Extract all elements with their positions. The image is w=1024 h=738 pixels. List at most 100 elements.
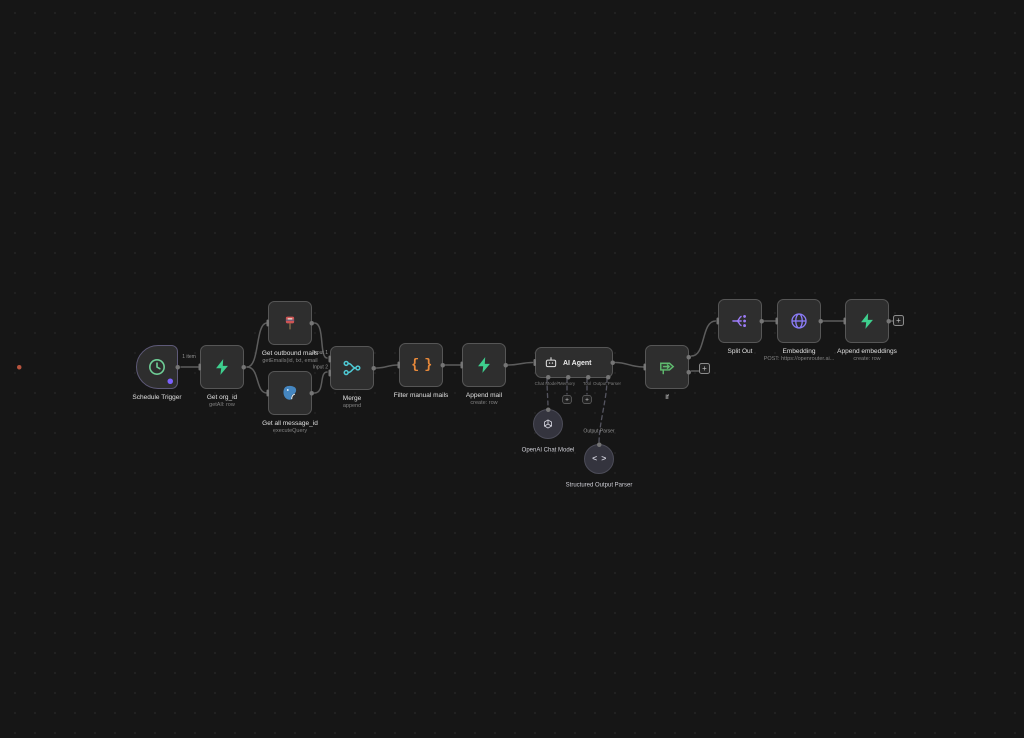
- node-subtitle: create: row: [470, 399, 498, 406]
- get-org-id-box[interactable]: [198, 345, 246, 389]
- merge-input2-port[interactable]: [328, 369, 331, 377]
- node-subtitle: getAll: row: [209, 401, 235, 408]
- wire-appendmail-to-aiagent[interactable]: [507, 361, 534, 366]
- add-memory-button[interactable]: +: [562, 395, 572, 404]
- supabase-bolt-icon: [478, 357, 490, 373]
- structured-output-parser-port[interactable]: [596, 442, 602, 447]
- port-label-tool: Tool: [582, 381, 592, 386]
- node-label: Embedding: [782, 347, 816, 355]
- append-mail-output-port[interactable]: [503, 362, 508, 368]
- append-embeddings-output-port[interactable]: [886, 318, 891, 324]
- port-label-output-parser: Output Parser: [592, 381, 622, 386]
- schedule-trigger-output-port[interactable]: [175, 364, 180, 370]
- wire-label-input-2: Input 2: [312, 364, 328, 371]
- ai-agent-tool-port[interactable]: [586, 375, 591, 380]
- wire-chatmodel[interactable]: [546, 377, 549, 410]
- filter-manual-mails-output-port[interactable]: [440, 362, 445, 368]
- ai-agent-box[interactable]: AI Agent: [533, 347, 615, 380]
- split-out-output-port[interactable]: [759, 318, 764, 324]
- get-outbound-mails-box[interactable]: [266, 301, 314, 345]
- append-embeddings-input-port[interactable]: [843, 317, 846, 325]
- node-subtitle: create: row: [853, 355, 881, 362]
- wire-messageid-to-merge[interactable]: [313, 371, 328, 394]
- embedding-box[interactable]: [775, 299, 823, 343]
- ai-agent-title: AI Agent: [563, 358, 592, 367]
- add-node-after-if-button[interactable]: +: [699, 363, 710, 374]
- openai-chat-model-circle[interactable]: [533, 407, 563, 439]
- wire-label-one-item: 1 item: [182, 354, 196, 360]
- merge-input1-port[interactable]: [328, 355, 331, 363]
- get-org-id-output-port[interactable]: [241, 364, 246, 370]
- wire-label-input-1: Input 1: [312, 350, 328, 356]
- wire-outputparser[interactable]: [598, 377, 608, 445]
- get-outbound-mails-input-port[interactable]: [266, 319, 269, 327]
- add-tool-button[interactable]: +: [582, 395, 592, 404]
- if-box[interactable]: [643, 345, 691, 389]
- ai-agent-output-port[interactable]: [610, 360, 615, 365]
- merge-output-port[interactable]: [371, 365, 376, 371]
- get-all-message-id-input-port[interactable]: [266, 389, 269, 397]
- wire-merge-to-filter[interactable]: [375, 364, 399, 369]
- get-all-message-id-output-port[interactable]: [309, 390, 314, 396]
- node-subtitle: getEmails(id, txt, email: [262, 357, 318, 364]
- supabase-bolt-icon: [861, 313, 873, 329]
- ai-agent-input-port[interactable]: [533, 359, 536, 366]
- filter-manual-mails-box[interactable]: { }: [397, 343, 445, 387]
- add-node-end-button[interactable]: +: [893, 315, 904, 326]
- node-label: If: [665, 393, 669, 401]
- schedule-trigger-box[interactable]: [136, 345, 180, 389]
- split-out-box[interactable]: [716, 299, 764, 343]
- merge-box[interactable]: [328, 346, 376, 390]
- append-mail-input-port[interactable]: [460, 361, 463, 369]
- canvas-origin-marker: [17, 365, 22, 370]
- trigger-badge: [167, 378, 173, 384]
- filter-manual-mails-input-port[interactable]: [397, 361, 400, 369]
- wire-orgid-to-messageid[interactable]: [246, 366, 268, 394]
- node-label: Schedule Trigger: [132, 393, 182, 401]
- globe-icon: [791, 313, 807, 329]
- wire-orgid-to-outbound[interactable]: [246, 322, 268, 368]
- append-embeddings-box[interactable]: [843, 299, 891, 343]
- embedding-output-port[interactable]: [818, 318, 823, 324]
- ai-agent-memory-port[interactable]: [566, 375, 571, 380]
- port-label-chat-model: Chat Model*: [534, 381, 560, 386]
- wire-if-true-to-splitout[interactable]: [690, 320, 717, 357]
- ai-agent-outputparser-port[interactable]: [606, 375, 611, 380]
- get-org-id-input-port[interactable]: [198, 363, 201, 371]
- get-outbound-mails-output-port[interactable]: [309, 320, 314, 326]
- node-label: Append mail: [465, 391, 503, 399]
- code-braces-icon: { }: [411, 357, 432, 373]
- node-label: Structured Output Parser: [565, 481, 633, 488]
- get-all-message-id-box[interactable]: [266, 371, 314, 415]
- node-subtitle: append: [342, 402, 362, 409]
- if-input-port[interactable]: [643, 363, 646, 371]
- node-label: OpenAI Chat Model: [521, 446, 575, 453]
- embedding-input-port[interactable]: [775, 317, 778, 325]
- node-subtitle: POST: https://openrouter.ai...: [763, 355, 835, 362]
- arrow-sign-icon: [660, 362, 675, 375]
- wire-label-output-parser: Output Parser: [583, 428, 615, 435]
- node-label: Filter manual mails: [393, 391, 449, 399]
- postbox-icon: [285, 316, 295, 330]
- clock-icon: [149, 359, 165, 375]
- if-true-output-port[interactable]: [686, 354, 691, 360]
- supabase-bolt-icon: [216, 359, 228, 375]
- append-mail-box[interactable]: [460, 343, 508, 387]
- split-out-icon: [732, 315, 746, 327]
- wire-aiagent-to-if[interactable]: [614, 361, 645, 368]
- port-label-memory: Memory: [558, 381, 576, 386]
- if-false-output-port[interactable]: [686, 369, 691, 375]
- merge-icon: [343, 360, 361, 376]
- node-label: Split Out: [727, 347, 753, 355]
- wire-outbound-to-merge[interactable]: [313, 322, 328, 359]
- ai-agent-chatmodel-port[interactable]: [546, 375, 551, 380]
- robot-icon: [545, 357, 557, 368]
- node-label: Get all message_id: [262, 419, 318, 427]
- node-label: Get outbound mails: [261, 349, 319, 357]
- split-out-input-port[interactable]: [716, 317, 719, 325]
- structured-output-parser-circle[interactable]: < >: [584, 442, 614, 474]
- openai-chat-model-port[interactable]: [545, 407, 551, 412]
- node-label: Get org_id: [206, 393, 238, 401]
